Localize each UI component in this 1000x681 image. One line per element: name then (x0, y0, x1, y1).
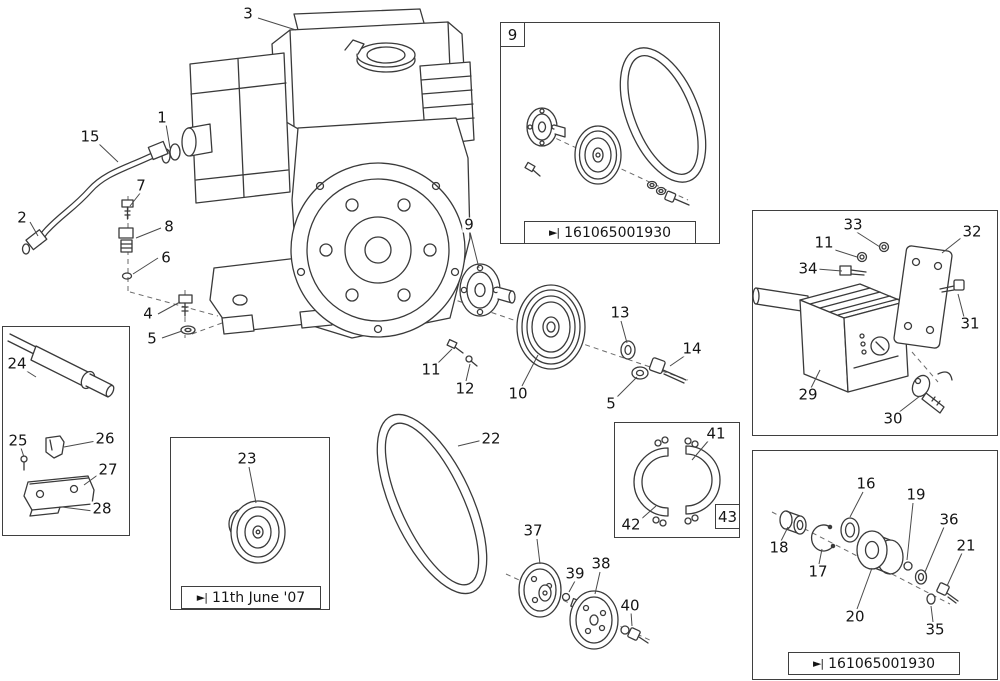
callout-15: 15 (78, 127, 102, 146)
belt-kit-inset-box (500, 22, 720, 244)
callout-14: 14 (680, 339, 704, 358)
callout-32: 32 (960, 222, 984, 241)
callout-25: 25 (6, 431, 30, 450)
callout-28: 28 (90, 499, 114, 518)
callout-19: 19 (904, 485, 928, 504)
callout-22: 22 (479, 429, 503, 448)
callout-30: 30 (881, 409, 905, 428)
callout-24: 24 (5, 354, 29, 373)
pulley-revision-date: 11th June '07 (211, 589, 306, 606)
callout-5b: 5 (604, 394, 618, 413)
callout-12: 12 (453, 379, 477, 398)
callout-7: 7 (134, 176, 148, 195)
fasteners-left (118, 199, 196, 335)
revision-flag-icon: ►| (196, 591, 208, 604)
handle-inset-box (2, 326, 130, 536)
callout-26: 26 (93, 429, 117, 448)
callout-3: 3 (241, 4, 255, 23)
clutch-kit-inset-label: 43 (715, 504, 740, 529)
callout-5a: 5 (145, 329, 159, 348)
callout-11a: 11 (419, 360, 443, 379)
callout-20: 20 (843, 607, 867, 626)
callout-2: 2 (15, 208, 29, 227)
clutch-shoes (633, 436, 721, 527)
drive-belt (376, 413, 488, 595)
engine-assembly (161, 8, 475, 339)
belt-kit-part-flag: ►| 161065001930 (524, 221, 696, 244)
leader-lines (20, 17, 965, 627)
callout-23: 23 (235, 449, 259, 468)
callout-16: 16 (854, 474, 878, 493)
pulley-revision-flag: ►| 11th June '07 (181, 586, 321, 609)
callout-6: 6 (159, 248, 173, 267)
callout-34: 34 (796, 259, 820, 278)
callout-8: 8 (162, 217, 176, 236)
callout-21: 21 (954, 536, 978, 555)
driven-pulley-parts (518, 562, 649, 650)
revision-flag-icon: ►| (812, 657, 824, 670)
belt-kit-inset-label: 9 (500, 22, 525, 47)
callout-37: 37 (521, 521, 545, 540)
bearing-inset-box (752, 450, 998, 680)
callout-38: 38 (589, 554, 613, 573)
pulley-23-art (228, 500, 286, 564)
callout-13: 13 (608, 303, 632, 322)
pulley-23-inset-box (170, 437, 330, 610)
callout-17: 17 (806, 562, 830, 581)
callout-9: 9 (462, 215, 476, 234)
callout-11b: 11 (812, 233, 836, 252)
callout-35: 35 (923, 620, 947, 639)
callout-18: 18 (767, 538, 791, 557)
handle-parts (7, 333, 115, 517)
belt-kit-inset-art (524, 47, 707, 206)
callout-39: 39 (563, 564, 587, 583)
callout-10: 10 (506, 384, 530, 403)
callout-27: 27 (96, 460, 120, 479)
bearing-kit-part-flag: ►| 161065001930 (788, 652, 960, 675)
bearing-kit-part-number: 161065001930 (828, 655, 936, 672)
callout-31: 31 (958, 314, 982, 333)
callout-33: 33 (841, 215, 865, 234)
callout-36: 36 (937, 510, 961, 529)
callout-1: 1 (155, 108, 169, 127)
fuel-hose (21, 140, 169, 255)
callout-29: 29 (796, 385, 820, 404)
clutch-kit-inset-box (614, 422, 740, 538)
starter-inset-box (752, 210, 998, 436)
starter-unit-art (752, 241, 965, 414)
callout-4: 4 (141, 304, 155, 323)
callout-41: 41 (704, 424, 728, 443)
revision-flag-icon: ►| (548, 226, 560, 239)
callout-42: 42 (619, 515, 643, 534)
callout-40: 40 (618, 596, 642, 615)
crankshaft-pulley-parts (446, 263, 687, 384)
bearing-kit-art (779, 510, 959, 605)
belt-kit-part-number: 161065001930 (564, 224, 672, 241)
